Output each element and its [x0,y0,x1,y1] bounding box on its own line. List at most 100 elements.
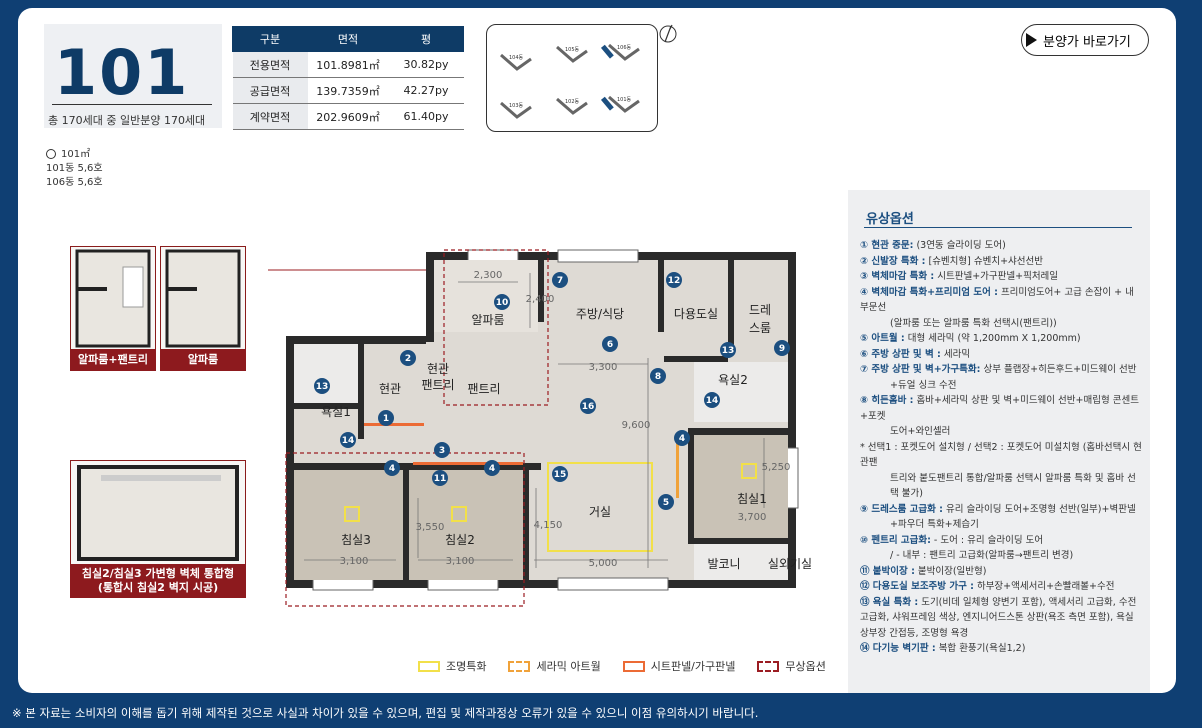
option-item: ④ 벽체마감 특화+프리미엄 도어 : 프리미엄도어+ 고급 손잡이 + 내부문… [860,285,1142,316]
dim-label: 3,300 [589,362,618,373]
table-row: 공급면적 139.7359㎡ 42.27py [232,77,464,104]
compass-icon [659,24,677,43]
room-label-dress: 드레 [749,303,771,317]
sheet-panel-mark [413,462,523,465]
area-header-category: 구분 [232,26,308,52]
minimap-building-label: 106동 [617,45,632,51]
table-row: 계약면적 202.9609㎡ 61.40py [232,103,464,130]
room-label-kitchen: 주방/식당 [576,307,624,321]
option-item-text: +듀얼 싱크 수전 [890,379,957,391]
bed2-floor [409,470,523,580]
svg-text:6: 6 [607,340,613,350]
option-item: +듀얼 싱크 수전 [860,378,1142,394]
option-item: 트리와 붙도팬트리 통합/알파룸 선택시 알파룸 특화 및 홈바 선택 불가) [860,471,1142,502]
room-label-bath2: 욕실2 [718,373,748,387]
floor-plan: 알파룸 주방/식당 다용도실 드레 스룸 현관 현관 팬트리 팬트리 욕실1 욕… [268,249,812,607]
area-row-py: 30.82py [388,51,464,78]
option-item-text: - 도어 : 유리 슬라이딩 도어 [930,534,1044,546]
household-count: 총 170세대 중 일반분양 170세대 [48,114,206,127]
dim-label: 9,600 [622,420,651,431]
svg-text:10: 10 [496,298,509,308]
free-option-outline [285,452,525,607]
option-item-text: * 선택1 : 포켓도어 설치형 / 선택2 : 포켓도어 미설치형 (홈바선택… [860,441,1142,469]
svg-text:15: 15 [554,470,567,480]
dim-label: 3,100 [446,556,475,567]
site-minimap: 104동 105동 106동 103동 102동 101동 [486,24,658,132]
legend-swatch [508,660,531,672]
option-item: ⑩ 펜트리 고급화: - 도어 : 유리 슬라이딩 도어 [860,533,1142,549]
marker-5: 5 [658,494,674,510]
marker-16: 16 [580,398,596,414]
marker-1: 1 [378,410,394,426]
marker-8: 8 [650,368,666,384]
option-item-text: / - 내부 : 팬트리 고급화(알파룸→팬트리 변경) [890,550,1074,561]
svg-text:13: 13 [722,346,735,356]
option-item-text: +파우더 특화+제습기 [890,519,979,530]
option-item: ③ 벽체마감 특화 : 시트판넬+가구판넬+픽처레일 [860,269,1142,285]
option-item-text: 상부 플랩장+히든후드+미드웨이 선반 [980,364,1137,375]
sale-price-button[interactable]: 분양가 바로가기 [1021,24,1149,56]
legend: 조명특화 세라믹 아트월 시트판넬/가구판넬 무상옵션 [418,658,826,674]
area-header-py: 평 [388,26,464,52]
minimap-building-label: 102동 [565,99,580,105]
unit-type-number: 101 [54,36,190,109]
option-item: +파우더 특화+제습기 [860,517,1142,533]
area-row-label: 공급면적 [232,77,308,104]
bed1-floor [694,435,788,538]
room-label-alpha: 알파룸 [471,313,504,327]
option-item: ② 신발장 특화 : [슈벤치형] 슈벤치+샤선선반 [860,254,1142,270]
option-item: ⑨ 드레스룸 고급화 : 유리 슬라이딩 도어+조명형 선반(일부)+벽판넬 [860,502,1142,518]
options-title: 유상옵션 [866,212,914,227]
option-item: ⑪ 붙박이장 : 붙박이장(일반형) [860,564,1142,580]
type-info-building: 101동 5,6호 [46,163,103,174]
area-row-py: 61.40py [388,103,464,130]
room-label-dress-2: 스룸 [749,321,771,335]
legend-item: 무상옵션 [757,658,826,674]
option-item: ⑦ 주방 상판 및 벽+가구특화: 상부 플랩장+히든후드+미드웨이 선반 [860,362,1142,378]
room-label-bed3: 침실3 [341,533,371,547]
svg-text:12: 12 [668,276,681,286]
legend-swatch [622,660,645,672]
type-info: 101㎡ 101동 5,6호 106동 5,6호 [46,148,103,190]
circle-icon [46,149,56,159]
legend-label: 조명특화 [446,660,487,673]
dim-label: 4,150 [534,520,563,531]
option-item-text: 하부장+액세서리+손빨래볼+수전 [973,581,1115,592]
option-item-text: 시트판넬+가구판넬+픽처레일 [934,271,1059,282]
marker-9: 9 [774,340,790,356]
svg-text:9: 9 [779,344,785,354]
minimap-drawing: 104동 105동 106동 103동 102동 101동 [500,43,640,119]
option-item-head: ⑩ 펜트리 고급화: [860,534,931,546]
svg-text:5: 5 [663,498,669,508]
floorplan-card: 101 총 170세대 중 일반분양 170세대 구분 면적 평 전용면적 10… [18,8,1176,693]
option-item-head: ③ 벽체마감 특화 : [860,271,935,282]
room-label-pantry: 팬트리 [467,382,500,396]
room-label-bed2: 침실2 [445,533,475,547]
option-item-head: ⑤ 아트월 : [860,333,905,344]
option-item-head: ⑬ 욕실 특화 : [860,596,919,608]
legend-item: 세라믹 아트월 [508,658,601,674]
dim-label: 2,400 [526,294,555,305]
legend-item: 시트판넬/가구판넬 [622,658,735,674]
room-label-entrance: 현관 [379,382,401,396]
option-item: ① 현관 중문: (3연동 슬라이딩 도어) [860,238,1142,254]
svg-text:2: 2 [405,354,411,364]
option-item: ⑤ 아트월 : 대형 세라믹 (약 1,200mm X 1,200mm) [860,331,1142,347]
marker-13: 13 [314,378,330,394]
options-list: ① 현관 중문: (3연동 슬라이딩 도어)② 신발장 특화 : [슈벤치형] … [860,238,1142,657]
option-item: (알파룸 또는 알파룸 특화 선택시(팬트리)) [860,316,1142,332]
balcony-floor [694,544,788,580]
room-label-living: 거실 [589,505,611,519]
dim-label: 3,100 [340,556,369,567]
marker-2: 2 [400,350,416,366]
type-info-building: 106동 5,6호 [46,177,103,188]
area-row-area: 139.7359㎡ [307,77,389,104]
option-item-text: 대형 세라믹 (약 1,200mm X 1,200mm) [904,333,1081,344]
sale-price-button-label: 분양가 바로가기 [1043,34,1131,50]
dim-label: 3,550 [416,522,445,533]
svg-text:16: 16 [582,402,595,412]
marker-12: 12 [666,272,682,288]
alpha-floor [434,260,538,332]
svg-text:4: 4 [679,434,685,444]
svg-text:11: 11 [434,474,447,484]
